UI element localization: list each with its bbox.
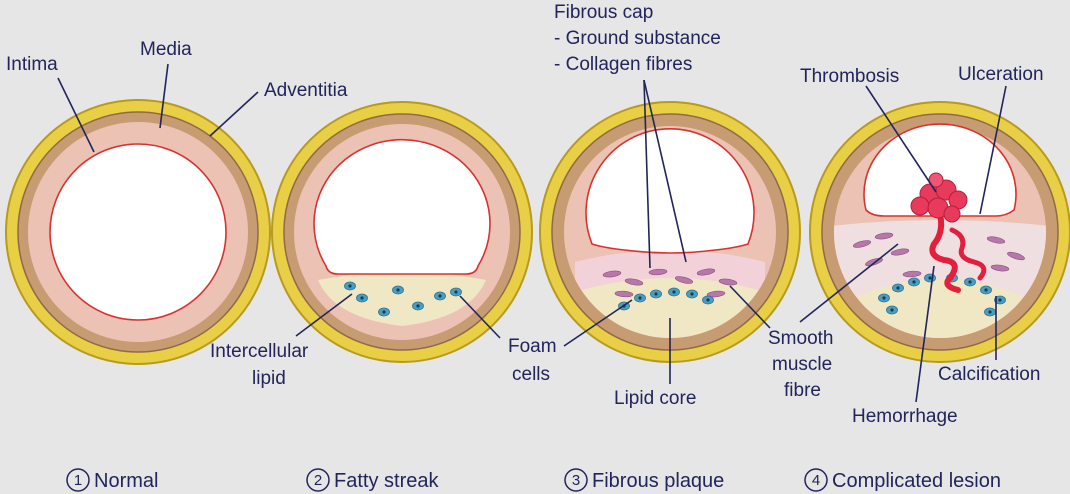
label-muscle: muscle (772, 354, 832, 375)
stage-number: 3 (572, 472, 580, 489)
hemorrhage-streak (929, 211, 987, 293)
stage-name: Fatty streak (334, 470, 439, 492)
stage-number-badge (306, 468, 330, 492)
label-intercellular: Intercellular (210, 341, 309, 362)
stage-number: 1 (74, 472, 82, 489)
vessel-normal (5, 99, 271, 365)
labels: Intima Media Adventitia Fibrous cap - Gr… (6, 2, 1044, 427)
stage-number-badge (804, 468, 828, 492)
fibrous-cap-layer (575, 250, 765, 292)
label-intima: Intima (6, 54, 58, 75)
label-ulceration: Ulceration (958, 64, 1044, 85)
label-fibrous-cap: Fibrous cap (554, 2, 653, 23)
label-thrombosis: Thrombosis (800, 66, 899, 87)
vessel-fatty-streak (271, 101, 533, 363)
stage-1-caption: 1 Normal (66, 468, 158, 492)
label-fibre: fibre (784, 380, 821, 401)
label-lipid: lipid (252, 368, 286, 389)
label-cells: cells (512, 364, 550, 385)
intercellular-lipid-region (318, 272, 486, 326)
label-collagen-fibres: - Collagen fibres (554, 54, 692, 75)
stage-4-caption: 4 Complicated lesion (804, 468, 1001, 492)
label-lipid-core: Lipid core (614, 388, 696, 409)
lumen (863, 123, 1017, 217)
stage-number-badge (564, 468, 588, 492)
label-calcification: Calcification (938, 364, 1040, 385)
stage-2-caption: 2 Fatty streak (306, 468, 439, 492)
label-hemorrhage: Hemorrhage (852, 406, 958, 427)
stage-number: 2 (314, 472, 322, 489)
stage-name: Fibrous plaque (592, 470, 724, 492)
vessel-complicated-lesion (809, 101, 1070, 363)
stage-number: 4 (812, 472, 820, 489)
stage-number-badge (66, 468, 90, 492)
leader-lines (57, 63, 1007, 403)
stage-3-caption: 3 Fibrous plaque (564, 468, 724, 492)
lumen (313, 138, 491, 275)
label-ground-substance: - Ground substance (554, 28, 721, 49)
stage-name: Complicated lesion (832, 470, 1001, 492)
lumen (49, 143, 227, 321)
label-media: Media (140, 39, 192, 60)
stage-captions: 1 Normal 2 Fatty streak 3 Fibrous plaque… (66, 468, 1001, 492)
label-adventitia: Adventitia (264, 80, 348, 101)
label-foam: Foam (508, 336, 557, 357)
stage-name: Normal (94, 470, 158, 492)
label-smooth: Smooth (768, 328, 833, 349)
